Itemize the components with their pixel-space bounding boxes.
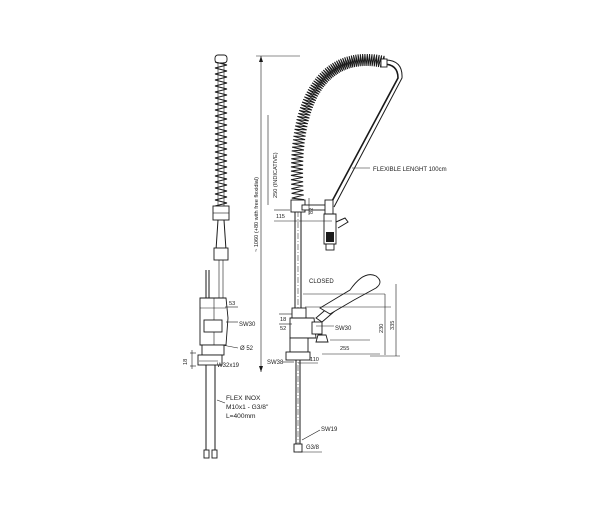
side-nut (203, 319, 223, 333)
dim-82: 82 (309, 208, 315, 214)
side-spring-cap (214, 54, 228, 64)
label-sw30-front: SW30 (335, 326, 352, 332)
side-flex-end-right (211, 449, 218, 459)
side-mount (197, 354, 223, 366)
label-sw38: SW38 (267, 360, 284, 366)
dim-115: 115 (276, 214, 285, 220)
label-d52: Ø 52 (240, 346, 254, 352)
label-flexible-length: FLEXIBLE LENGHT 100cm (373, 167, 447, 173)
label-closed: CLOSED (309, 279, 334, 285)
side-base (201, 344, 225, 356)
dim-110: 110 (310, 357, 319, 363)
dim-52: 52 (280, 326, 286, 332)
dim-230: 230 (379, 324, 385, 333)
front-arm (329, 63, 399, 206)
side-flex-end-left (203, 449, 210, 459)
dim-overall-height: ~ 1060 (+80 with free flexidial) (254, 177, 260, 252)
side-view: 53 SW30 Ø 52 18 W32x19 (183, 54, 256, 459)
overall-height-dimension: ~ 1060 (+80 with free flexidial) (254, 55, 300, 372)
label-sw19: SW19 (321, 427, 338, 433)
dim-18: 18 (280, 317, 286, 323)
side-spring (214, 61, 228, 210)
side-hose-coupling (213, 247, 229, 261)
front-valve-body (289, 317, 317, 339)
label-g38: G3/8 (306, 445, 320, 451)
front-spring (290, 53, 385, 201)
front-flex-end (293, 443, 303, 453)
dim-335: 335 (390, 321, 396, 330)
label-flex-inox-thread: M10x1 - G3/8" (226, 404, 269, 411)
dim-18-left: 18 (183, 359, 189, 365)
label-w32x19: W32x19 (217, 363, 240, 369)
front-spray-head-top (324, 199, 334, 215)
side-hose (215, 219, 227, 251)
label-flex-inox-title: FLEX INOX (226, 395, 261, 402)
dim-53: 53 (229, 301, 235, 307)
label-flex-inox-length: L=400mm (226, 413, 256, 420)
flex-inox-callout: FLEX INOX M10x1 - G3/8" L=400mm (216, 395, 269, 420)
front-lever-handle (319, 274, 381, 315)
dim-255: 255 (340, 346, 349, 352)
label-sw30-side: SW30 (239, 322, 256, 328)
front-base (289, 337, 309, 353)
dim-spring-height: 250 (INDICATIVE) (273, 152, 279, 198)
front-view: 115 82 250 (INDICATIVE) FLEXIBLE LENGHT … (267, 53, 447, 453)
